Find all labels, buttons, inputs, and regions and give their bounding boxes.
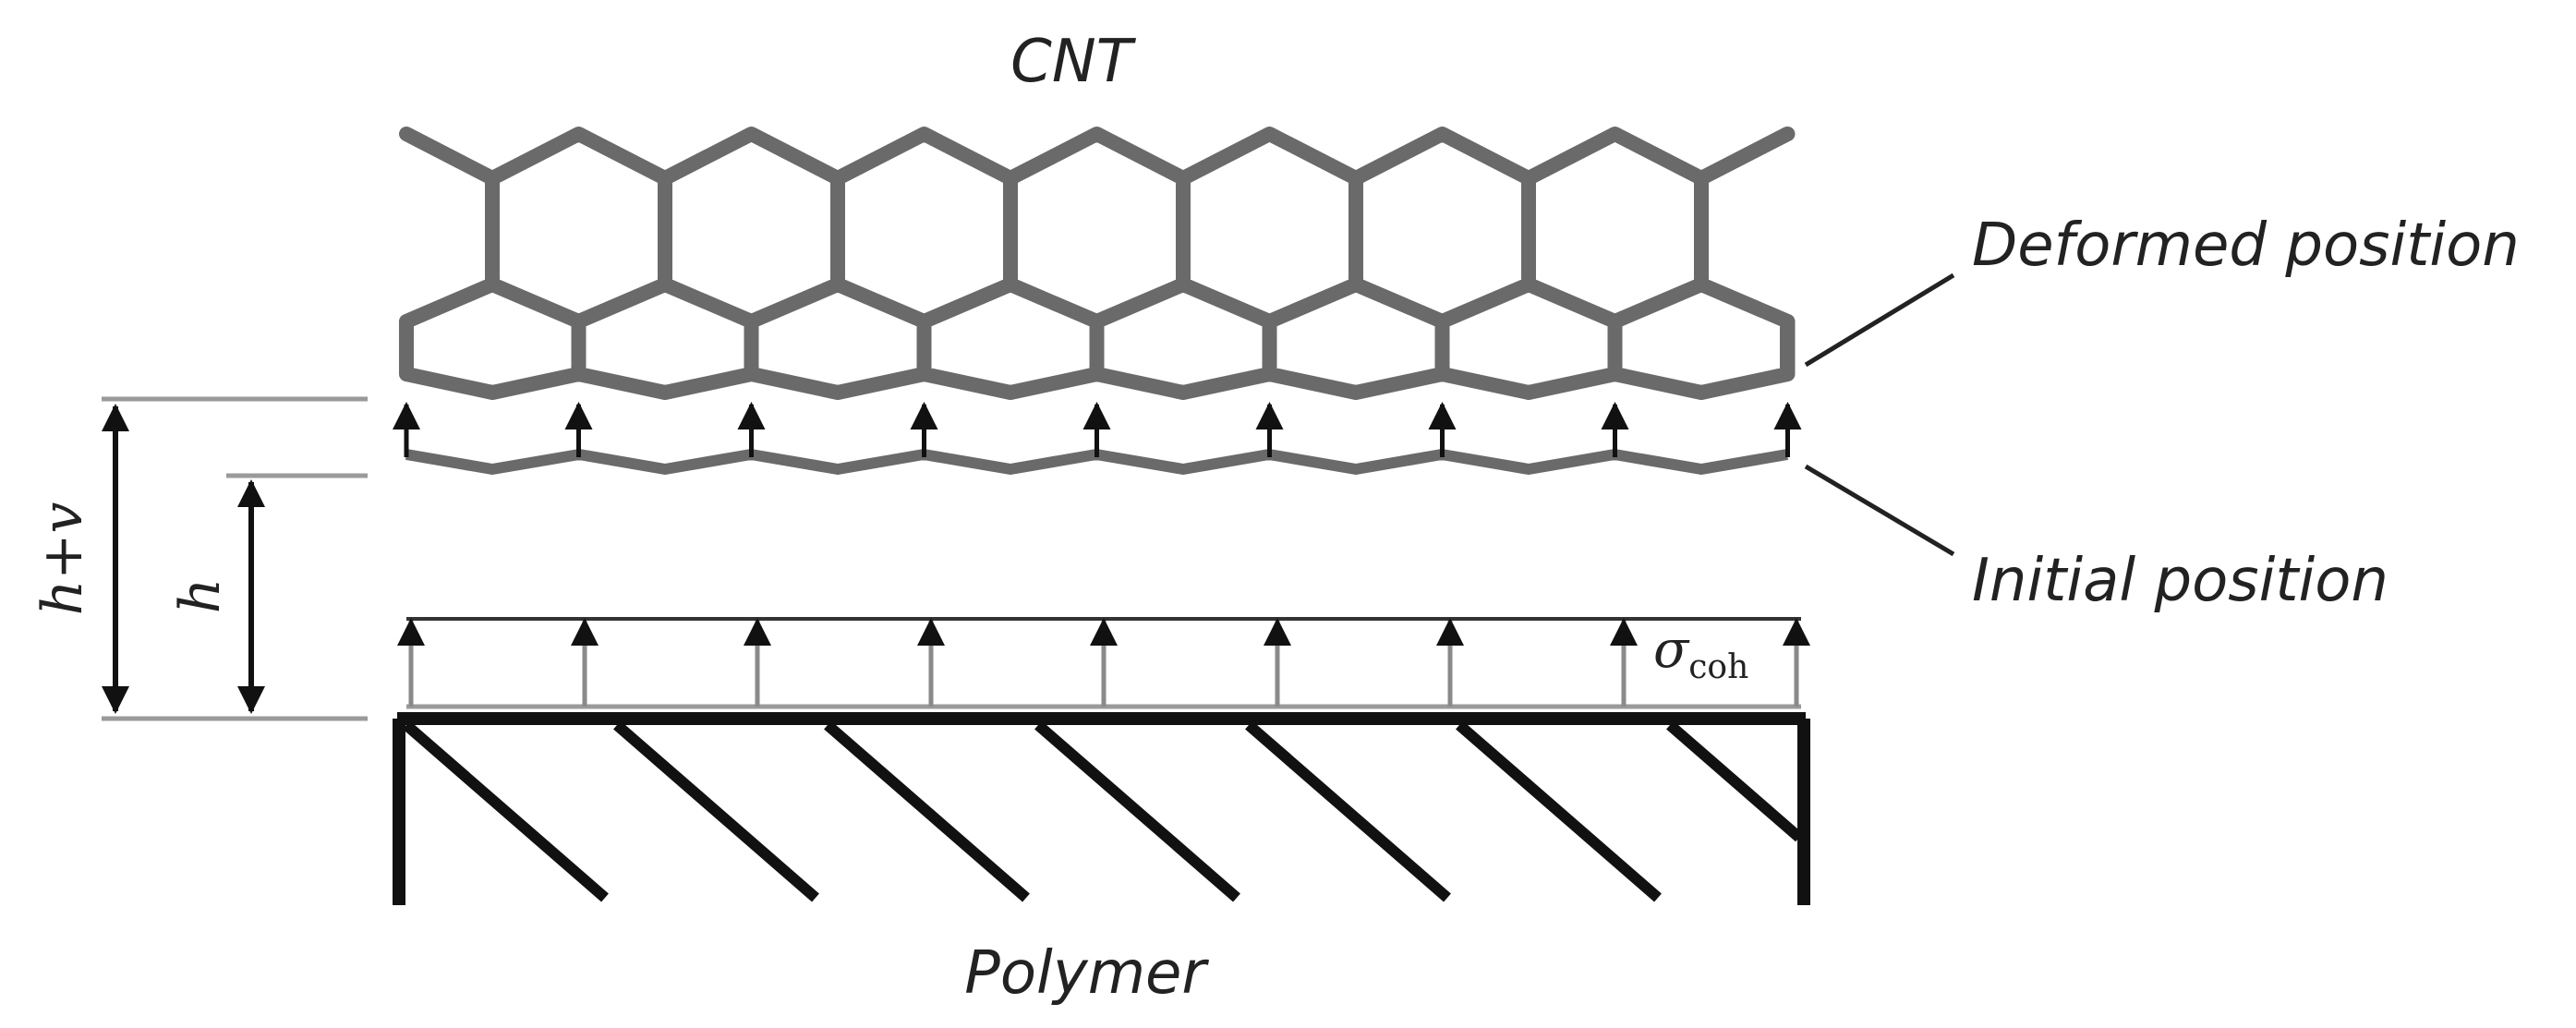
initial-position-label: Initial position bbox=[1972, 547, 2389, 615]
initial-leader bbox=[1804, 464, 1955, 557]
deformed-position-label: Deformed position bbox=[1972, 212, 2520, 280]
hatch-line bbox=[1245, 720, 1451, 902]
hatch-line bbox=[1034, 720, 1240, 902]
h-label: h bbox=[168, 578, 233, 614]
lattice-bonds bbox=[399, 127, 1796, 400]
dimension-arrows bbox=[102, 404, 265, 714]
dimension-guides bbox=[102, 396, 368, 721]
polymer-hatching bbox=[403, 720, 1803, 902]
h-plus-v-label: h+v bbox=[30, 502, 95, 615]
hatch-line bbox=[1456, 720, 1662, 902]
leader-lines bbox=[1804, 272, 1955, 557]
hatch-line bbox=[613, 720, 819, 902]
polymer-label: Polymer bbox=[964, 939, 1209, 1008]
cnt-label: CNT bbox=[1010, 28, 1137, 96]
hatch-line bbox=[824, 720, 1030, 902]
sigma-coh-label: σcoh bbox=[1653, 620, 1748, 686]
cnt-lattice bbox=[399, 127, 1796, 400]
displacement-arrows bbox=[393, 402, 1802, 457]
polymer-block bbox=[393, 712, 1810, 905]
cohesive-stress-arrows bbox=[397, 617, 1810, 709]
deformed-leader bbox=[1804, 272, 1955, 368]
hatch-line bbox=[403, 720, 609, 902]
hatch-line bbox=[1666, 720, 1803, 842]
